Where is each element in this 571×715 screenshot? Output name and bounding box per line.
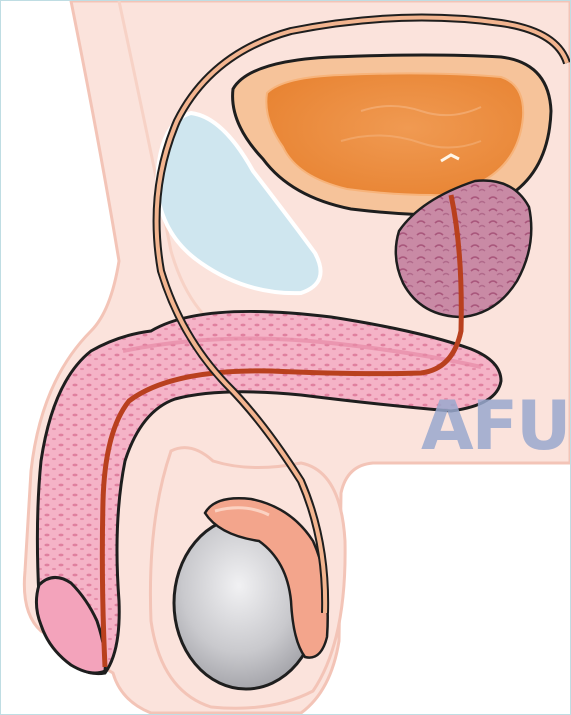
afu-watermark: AFU (421, 387, 569, 466)
